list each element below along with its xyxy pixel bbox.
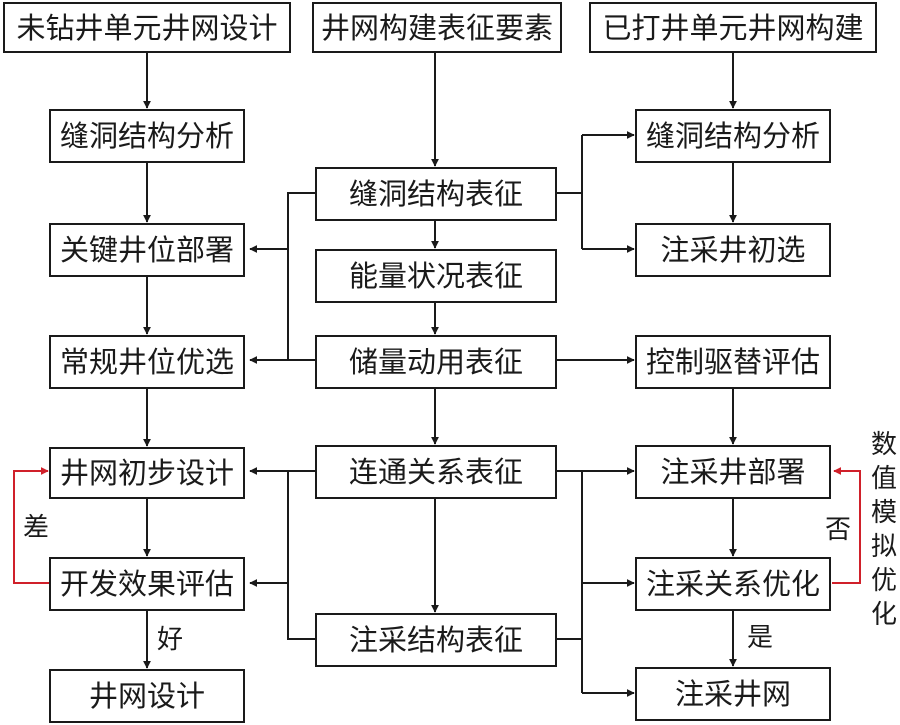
edge-label-no: 否: [825, 515, 851, 545]
node-fracture-char-label: 缝洞结构表征: [349, 177, 523, 211]
node-injprod-pattern-label: 注采井网: [675, 677, 791, 711]
connectors: [13, 52, 861, 697]
node-injprod-optimize: 注采关系优化: [635, 557, 831, 611]
node-elements: 井网构建表征要素: [312, 2, 562, 53]
edge-label-poor: 差: [23, 513, 49, 543]
edge-label-simulation-char: 拟: [871, 532, 897, 562]
right-column: 已打井单元井网构建 缝洞结构分析 注采井初选 控制驱替评估 注采井部署 注采关系…: [589, 2, 877, 721]
node-left-fracture-analysis: 缝洞结构分析: [49, 109, 245, 163]
edge-label-yes: 是: [747, 623, 773, 653]
node-right-fracture-analysis: 缝洞结构分析: [635, 109, 831, 163]
node-left-fracture-analysis-label: 缝洞结构分析: [60, 119, 234, 153]
node-key-well: 关键井位部署: [49, 223, 245, 277]
node-initial-design-label: 井网初步设计: [60, 456, 234, 490]
node-well-pattern-design-label: 井网设计: [89, 679, 205, 713]
edge-label-good: 好: [157, 625, 183, 655]
node-well-pattern-design: 井网设计: [49, 669, 245, 723]
node-initial-design: 井网初步设计: [49, 447, 245, 499]
node-reserve-char: 储量动用表征: [315, 335, 557, 389]
node-elements-label: 井网构建表征要素: [321, 11, 553, 45]
feedback-poor-loop: [13, 467, 50, 584]
node-injprod-deploy-label: 注采井部署: [660, 455, 805, 489]
node-drilled-build: 已打井单元井网构建: [589, 2, 877, 53]
node-fracture-char: 缝洞结构表征: [315, 167, 557, 221]
node-control-eval-label: 控制驱替评估: [646, 345, 820, 379]
node-undrilled-design: 未钻井单元井网设计: [3, 2, 291, 53]
bus-left-lower: [287, 471, 316, 640]
node-injprod-optimize-label: 注采关系优化: [646, 567, 820, 601]
node-undrilled-design-label: 未钻井单元井网设计: [16, 11, 277, 45]
node-injprod-pattern: 注采井网: [635, 667, 831, 721]
edge-label-simulation-char: 值: [871, 464, 897, 494]
edge-label-simulation-char: 优: [871, 566, 897, 596]
node-key-well-label: 关键井位部署: [60, 233, 234, 267]
node-energy-char-label: 能量状况表征: [349, 259, 523, 293]
node-reserve-char-label: 储量动用表征: [349, 345, 523, 379]
left-column: 未钻井单元井网设计 缝洞结构分析 关键井位部署 常规井位优选 井网初步设计 开发…: [3, 2, 291, 723]
node-connectivity-char-label: 连通关系表征: [349, 455, 523, 489]
node-regular-well-label: 常规井位优选: [60, 345, 234, 379]
node-injprod-struct-char: 注采结构表征: [315, 613, 557, 667]
node-injprod-deploy: 注采井部署: [635, 445, 831, 499]
node-injprod-select: 注采井初选: [635, 223, 831, 277]
edge-label-simulation-char: 化: [871, 600, 897, 630]
feedback-no-loop: [832, 467, 861, 584]
edge-label-simulation-char: 数: [871, 430, 897, 460]
bus-fracture-to-left: [287, 192, 316, 360]
node-energy-char: 能量状况表征: [315, 249, 557, 303]
node-regular-well: 常规井位优选: [49, 335, 245, 389]
node-connectivity-char: 连通关系表征: [315, 445, 557, 499]
node-injprod-struct-char-label: 注采结构表征: [349, 623, 523, 657]
edge-label-simulation-char: 模: [871, 498, 897, 528]
edge-labels: 差 好 否 是 数 值 模 拟 优 化: [23, 430, 897, 655]
middle-column: 井网构建表征要素 缝洞结构表征 能量状况表征 储量动用表征 连通关系表征 注采结…: [312, 2, 562, 667]
node-right-fracture-analysis-label: 缝洞结构分析: [646, 119, 820, 153]
node-effect-eval: 开发效果评估: [49, 557, 245, 611]
edge-label-simulation: 数 值 模 拟 优 化: [871, 430, 897, 630]
node-effect-eval-label: 开发效果评估: [60, 567, 234, 601]
node-drilled-build-label: 已打井单元井网构建: [602, 11, 863, 45]
node-injprod-select-label: 注采井初选: [660, 233, 805, 267]
node-control-eval: 控制驱替评估: [635, 335, 831, 389]
